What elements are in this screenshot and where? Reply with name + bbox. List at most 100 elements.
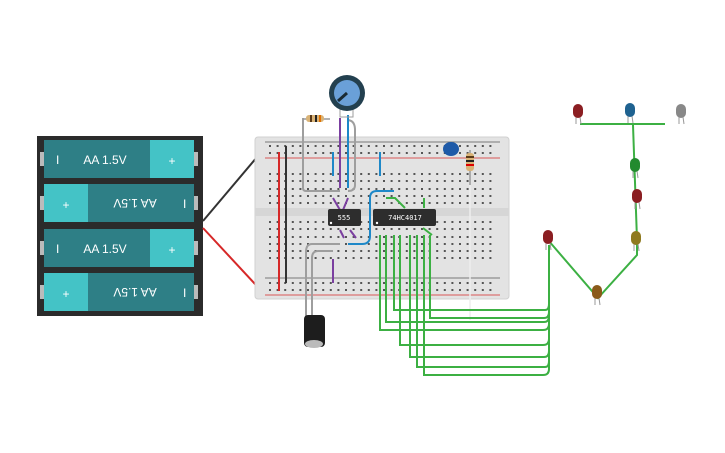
led-blue[interactable] (625, 103, 635, 124)
breadboard-hole (481, 257, 484, 259)
resistor[interactable] (303, 115, 330, 122)
wire-gray[interactable] (302, 118, 340, 192)
led-brown[interactable] (592, 285, 602, 306)
breadboard-hole (413, 195, 416, 197)
breadboard-hole (474, 221, 477, 223)
led-red[interactable] (573, 104, 583, 125)
breadboard-hole (307, 282, 309, 284)
breadboard-hole (474, 243, 477, 245)
breadboard-hole (390, 173, 393, 175)
breadboard-hole (291, 180, 294, 182)
breadboard-hole (329, 188, 332, 190)
breadboard-hole (276, 202, 279, 204)
wire-green-group[interactable] (379, 123, 665, 376)
breadboard-hole (466, 195, 469, 197)
breadboard-hole (291, 289, 294, 291)
breadboard-hole (299, 236, 302, 238)
breadboard-hole (390, 243, 393, 245)
breadboard-hole (314, 188, 317, 190)
electrolytic-capacitor[interactable] (304, 315, 325, 348)
breadboard-hole (451, 289, 454, 291)
breadboard-hole (375, 152, 378, 154)
potentiometer[interactable] (329, 75, 365, 118)
led-red[interactable] (543, 230, 553, 251)
breadboard-hole (428, 202, 431, 204)
breadboard-hole (451, 202, 454, 204)
breadboard-hole (345, 228, 347, 230)
ceramic-capacitor[interactable] (443, 142, 459, 156)
led-olive[interactable] (631, 231, 641, 252)
led-green[interactable] (630, 158, 640, 179)
breadboard-hole (367, 188, 370, 190)
breadboard-hole (383, 180, 385, 182)
breadboard-hole (375, 228, 378, 230)
breadboard-hole (421, 173, 423, 175)
breadboard-hole (269, 228, 271, 230)
cell-label: AA 1.5V (83, 153, 126, 167)
chip-555[interactable]: 555 (328, 209, 361, 226)
breadboard-hole (367, 173, 370, 175)
breadboard-hole (451, 282, 454, 284)
breadboard-hole (307, 145, 309, 147)
breadboard-hole (269, 289, 271, 291)
breadboard-hole (443, 195, 446, 197)
breadboard-hole (307, 221, 309, 223)
breadboard-hole (291, 188, 294, 190)
breadboard-hole (405, 243, 408, 245)
wire-gray[interactable] (311, 250, 333, 330)
breadboard-hole (390, 228, 393, 230)
breadboard-hole (352, 152, 355, 154)
breadboard-hole (413, 188, 416, 190)
breadboard-hole (405, 152, 408, 154)
breadboard-hole (345, 180, 347, 182)
breadboard-hole (360, 188, 363, 190)
breadboard-hole (428, 152, 431, 154)
breadboard-hole (291, 152, 294, 154)
breadboard-hole (413, 282, 416, 284)
minus-terminal-label: I (56, 242, 59, 256)
wire-green[interactable] (423, 235, 550, 376)
wire-green[interactable] (429, 235, 550, 319)
breadboard-hole (443, 257, 446, 259)
led-red[interactable] (632, 189, 642, 210)
breadboard-hole (360, 202, 363, 204)
breadboard-hole (405, 282, 408, 284)
resistor[interactable] (466, 150, 474, 185)
led-gray[interactable] (676, 104, 686, 125)
breadboard-hole (459, 289, 461, 291)
breadboard-hole (291, 257, 294, 259)
breadboard-hole (474, 145, 477, 147)
breadboard-hole (329, 202, 332, 204)
minus-terminal-label: I (183, 197, 186, 211)
breadboard-hole (314, 152, 317, 154)
wire-gray[interactable] (305, 243, 340, 330)
breadboard-hole (307, 243, 309, 245)
breadboard-hole (474, 257, 477, 259)
breadboard-hole (474, 195, 477, 197)
wire-blue[interactable] (348, 190, 394, 245)
breadboard-hole (383, 243, 385, 245)
breadboard-hole (291, 250, 294, 252)
breadboard-hole (337, 289, 340, 291)
breadboard-hole (466, 282, 469, 284)
breadboard-hole (345, 282, 347, 284)
breadboard-hole (367, 152, 370, 154)
breadboard-hole (299, 152, 302, 154)
breadboard-hole (337, 188, 340, 190)
breadboard-hole (360, 152, 363, 154)
wire-gray[interactable] (346, 119, 356, 192)
breadboard-hole (436, 202, 439, 204)
breadboard-hole (443, 282, 446, 284)
chip-74hc4017[interactable]: 74HC4017 (373, 209, 436, 226)
breadboard-hole (329, 282, 332, 284)
breadboard-hole (421, 180, 423, 182)
wire-purple[interactable] (332, 197, 357, 239)
breadboard-hole (405, 289, 408, 291)
breadboard-hole (451, 243, 454, 245)
